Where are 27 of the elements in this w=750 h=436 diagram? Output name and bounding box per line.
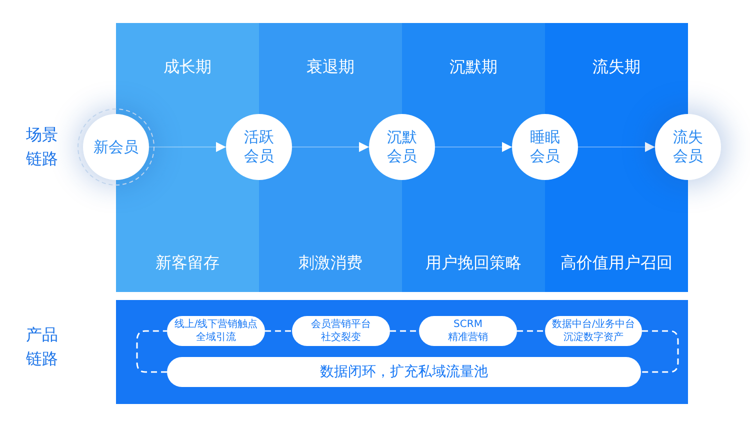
product-panel <box>116 300 688 404</box>
stage-strategy: 用户挽回策略 <box>424 253 522 273</box>
product-pill: 数据中台/业务中台 沉淀数字资产 <box>545 316 642 346</box>
stage-title: 衰退期 <box>306 57 356 77</box>
row-label: 产品链路 <box>26 324 59 370</box>
dashed-connector <box>390 330 419 332</box>
product-pill: 会员营销平台 社交裂变 <box>292 316 390 346</box>
stage-title: 沉默期 <box>448 57 498 77</box>
member-circle: 新会员 <box>83 114 149 180</box>
stage-title: 成长期 <box>162 57 212 77</box>
row-label: 场景链路 <box>26 124 59 170</box>
arrow <box>148 142 226 152</box>
stage-strategy: 高价值用户召回 <box>560 253 674 273</box>
product-pill: SCRM 精准营销 <box>419 316 517 346</box>
arrow <box>292 142 370 152</box>
arrow <box>578 142 656 152</box>
dashed-connector <box>265 330 292 332</box>
stage-strategy: 新客留存 <box>154 253 220 273</box>
product-pill: 数据闭环，扩充私域流量池 <box>167 357 641 387</box>
product-pill: 线上/线下营销触点 全域引流 <box>167 316 265 346</box>
dashed-connector <box>517 330 545 332</box>
arrow <box>434 142 512 152</box>
member-circle: 流失会员 <box>655 114 721 180</box>
dashed-connector <box>641 330 679 373</box>
stage-strategy: 刺激消费 <box>298 253 364 273</box>
stage-title: 流失期 <box>592 57 642 77</box>
dashed-connector <box>136 330 167 373</box>
